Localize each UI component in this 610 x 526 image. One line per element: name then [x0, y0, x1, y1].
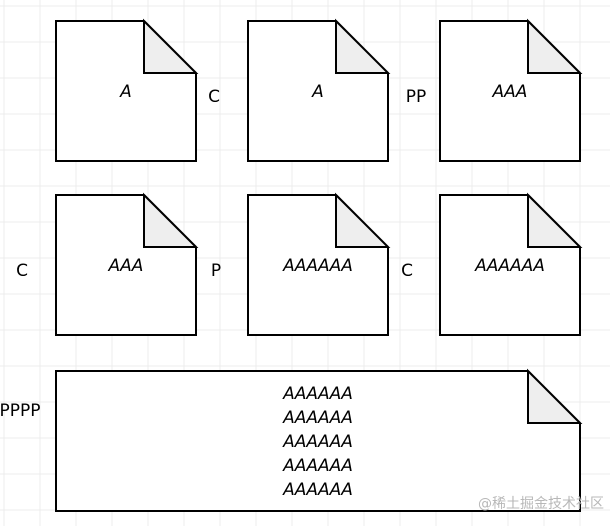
- document-shape[interactable]: AAAAAA: [247, 192, 391, 336]
- document-shape[interactable]: AAAAAA AAAAAA AAAAAA AAAAAA AAAAAA: [55, 368, 583, 512]
- document-shape[interactable]: AAA: [439, 18, 583, 162]
- folded-corner: [527, 192, 583, 248]
- document-text: AAA: [108, 256, 144, 276]
- folded-corner: [335, 18, 391, 74]
- folded-corner: [335, 192, 391, 248]
- document-shape[interactable]: AAA: [55, 192, 199, 336]
- document-shape[interactable]: A: [55, 18, 199, 162]
- free-label: C: [401, 261, 413, 281]
- document-text: AAAAAA: [282, 456, 353, 476]
- document-text: AAAAAA: [282, 480, 353, 500]
- folded-corner: [143, 192, 199, 248]
- free-label: C: [208, 87, 220, 107]
- free-label: P: [211, 261, 221, 281]
- folded-corner: [527, 368, 583, 424]
- document-text: A: [119, 82, 132, 102]
- free-label: C: [16, 261, 28, 281]
- document-text: AAAAAA: [282, 432, 353, 452]
- document-text: AAAAAA: [282, 408, 353, 428]
- document-text: AAAAAA: [282, 384, 353, 404]
- watermark: @稀土掘金技术社区: [478, 496, 604, 512]
- document-text: A: [311, 82, 324, 102]
- document-text: AAA: [492, 82, 528, 102]
- free-label: PPPP: [0, 401, 41, 421]
- document-text: AAAAAA: [474, 256, 545, 276]
- free-label: PP: [406, 87, 427, 107]
- document-text: AAAAAA: [282, 256, 353, 276]
- folded-corner: [143, 18, 199, 74]
- document-shape[interactable]: A: [247, 18, 391, 162]
- folded-corner: [527, 18, 583, 74]
- document-shape[interactable]: AAAAAA: [439, 192, 583, 336]
